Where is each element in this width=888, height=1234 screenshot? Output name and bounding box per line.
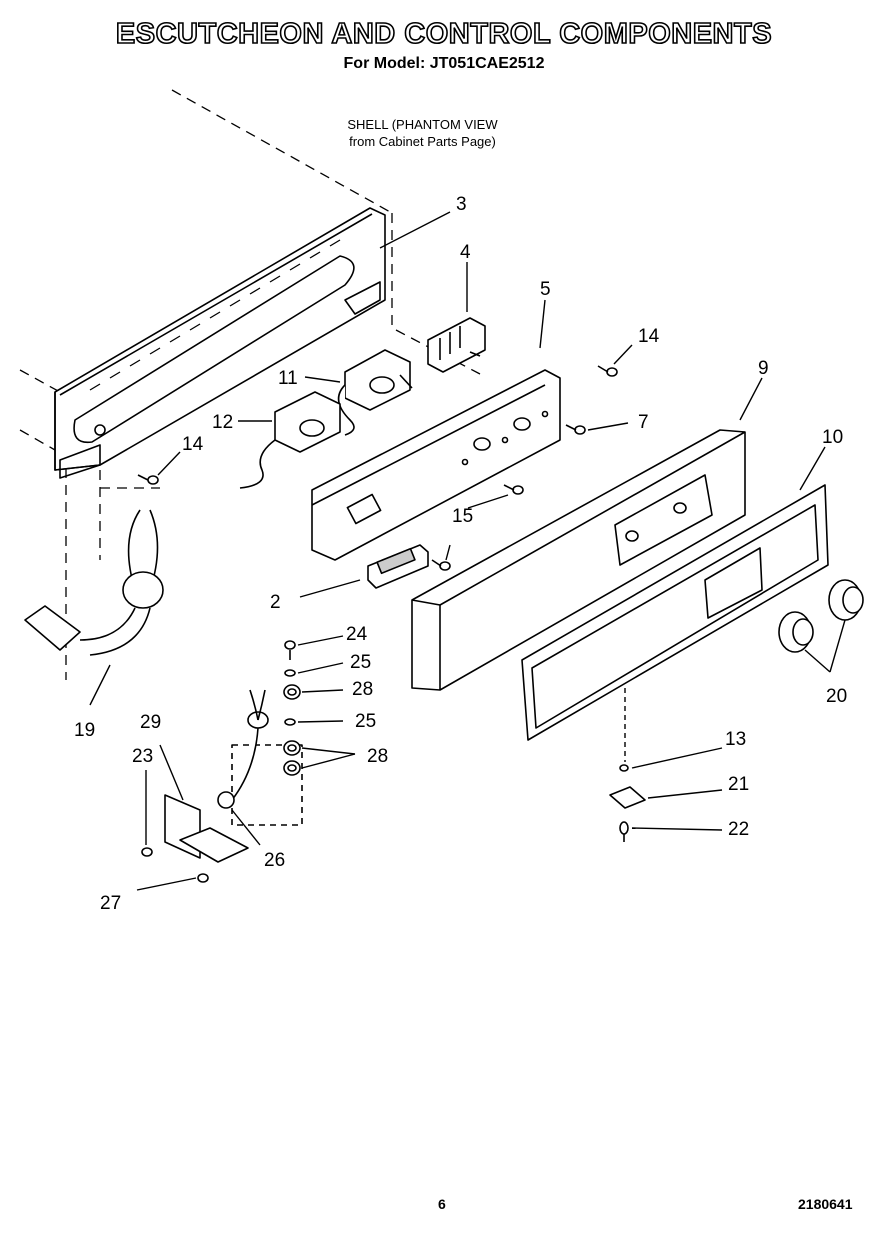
callout-25-top: 25 <box>350 652 371 673</box>
part-5-control-bracket <box>311 369 561 561</box>
shell-phantom-outline <box>19 89 481 680</box>
part-9-console <box>411 429 746 691</box>
part-10-overlay <box>521 484 829 741</box>
shell-note: SHELL (PHANTOM VIEW from Cabinet Parts P… <box>330 116 515 150</box>
callout-22: 22 <box>728 819 749 840</box>
part-19-cord <box>24 509 164 656</box>
callout-29: 29 <box>140 712 161 733</box>
callout-2: 2 <box>270 592 281 613</box>
callout-20: 20 <box>826 686 847 707</box>
callout-27: 27 <box>100 893 121 914</box>
callout-14-top: 14 <box>638 326 660 347</box>
shell-note-line-2: from Cabinet Parts Page) <box>349 134 496 149</box>
callout-13: 13 <box>725 729 746 750</box>
callout-26: 26 <box>264 850 285 871</box>
leader-lines <box>89 211 846 891</box>
callout-7: 7 <box>638 412 649 433</box>
callout-28-top: 28 <box>352 679 373 700</box>
page-number: 6 <box>438 1196 446 1212</box>
part-20-knobs <box>778 579 864 653</box>
fasteners <box>137 365 646 883</box>
model-subtitle: For Model: JT051CAE2512 <box>343 55 545 72</box>
rear-bracket-assembly <box>164 689 303 863</box>
shell-note-line-1: SHELL (PHANTOM VIEW <box>347 117 498 132</box>
callout-19: 19 <box>74 720 95 741</box>
document-code: 2180641 <box>798 1196 853 1212</box>
part-11-thermostat <box>337 349 413 436</box>
callout-23: 23 <box>132 746 153 767</box>
callout-12: 12 <box>212 412 233 433</box>
callout-15: 15 <box>452 506 473 527</box>
page-title: ESCUTCHEON AND CONTROL COMPONENTS <box>115 17 773 51</box>
callout-14-left: 14 <box>182 434 204 455</box>
callout-3: 3 <box>456 194 467 215</box>
callout-9: 9 <box>758 358 769 379</box>
part-3-rear-panel <box>54 207 386 479</box>
callout-28-bottom: 28 <box>367 746 388 767</box>
callout-10: 10 <box>822 427 843 448</box>
callout-4: 4 <box>460 242 471 263</box>
callout-11: 11 <box>278 368 298 389</box>
part-4-switch <box>427 317 486 373</box>
part-12-thermostat <box>239 391 341 489</box>
callout-24: 24 <box>346 624 368 645</box>
part-2-selector-switch <box>367 544 429 589</box>
callout-labels: 3 4 5 14 11 12 14 7 9 10 15 2 24 25 28 2… <box>74 194 847 914</box>
callout-25-bottom: 25 <box>355 711 376 732</box>
callout-5: 5 <box>540 279 551 300</box>
callout-21: 21 <box>728 774 749 795</box>
